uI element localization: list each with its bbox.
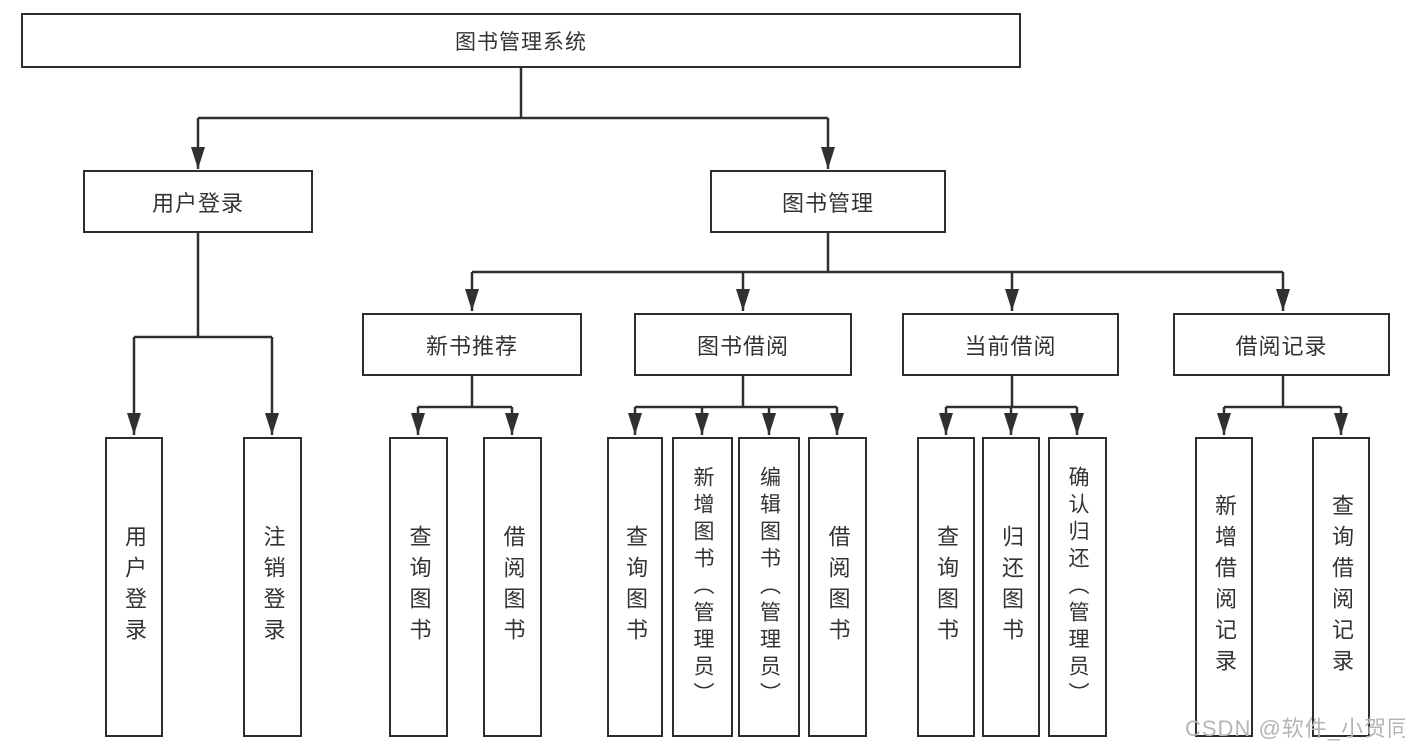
node-label: 借阅图书 <box>825 525 851 649</box>
node-new-book-recommend: 新书推荐 <box>362 313 582 376</box>
watermark: CSDN @软件_小贺同学 <box>1185 716 1405 741</box>
node-label: 当前借阅 <box>964 333 1057 359</box>
leaf-query-borrow-record: 查询借阅记录 <box>1312 437 1370 737</box>
node-label: 用户登录 <box>122 525 147 649</box>
leaf-confirm-return-admin: 确认归还（管理员） <box>1048 437 1107 737</box>
leaf-add-books-admin: 新增图书（管理员） <box>672 437 733 737</box>
node-label: 查询图书 <box>406 525 432 649</box>
node-label: 查询图书 <box>623 525 648 649</box>
node-library-management-system: 图书管理系统 <box>21 13 1021 68</box>
node-label: 用户登录 <box>151 190 244 216</box>
leaf-query-books-borrow: 查询图书 <box>607 437 663 737</box>
node-book-management: 图书管理 <box>710 170 946 233</box>
node-label: 查询图书 <box>934 525 959 649</box>
node-borrow-records: 借阅记录 <box>1173 313 1390 376</box>
leaf-logout: 注销登录 <box>243 437 302 737</box>
node-label: 图书管理系统 <box>455 30 587 54</box>
node-label: 图书管理 <box>781 190 874 216</box>
node-label: 查询借阅记录 <box>1329 494 1354 680</box>
node-label: 新增图书（管理员） <box>691 465 714 709</box>
node-label: 编辑图书（管理员） <box>757 465 781 709</box>
node-label: 注销登录 <box>260 525 286 649</box>
node-label: 归还图书 <box>999 525 1024 649</box>
node-label: 确认归还（管理员） <box>1066 465 1089 709</box>
leaf-user-login: 用户登录 <box>105 437 163 737</box>
node-label: 图书借阅 <box>696 333 789 359</box>
leaf-borrow-books-recommend: 借阅图书 <box>483 437 542 737</box>
node-user-login: 用户登录 <box>83 170 313 233</box>
node-label: 新书推荐 <box>425 333 518 359</box>
leaf-borrow-books: 借阅图书 <box>808 437 867 737</box>
leaf-add-borrow-record: 新增借阅记录 <box>1195 437 1253 737</box>
leaf-return-books: 归还图书 <box>982 437 1040 737</box>
node-label: 借阅记录 <box>1235 333 1328 359</box>
node-current-borrow: 当前借阅 <box>902 313 1119 376</box>
node-book-borrow: 图书借阅 <box>634 313 852 376</box>
leaf-edit-books-admin: 编辑图书（管理员） <box>738 437 800 737</box>
leaf-query-books-current: 查询图书 <box>917 437 975 737</box>
node-label: 新增借阅记录 <box>1212 494 1237 680</box>
leaf-query-books-recommend: 查询图书 <box>389 437 448 737</box>
node-label: 借阅图书 <box>500 525 526 649</box>
